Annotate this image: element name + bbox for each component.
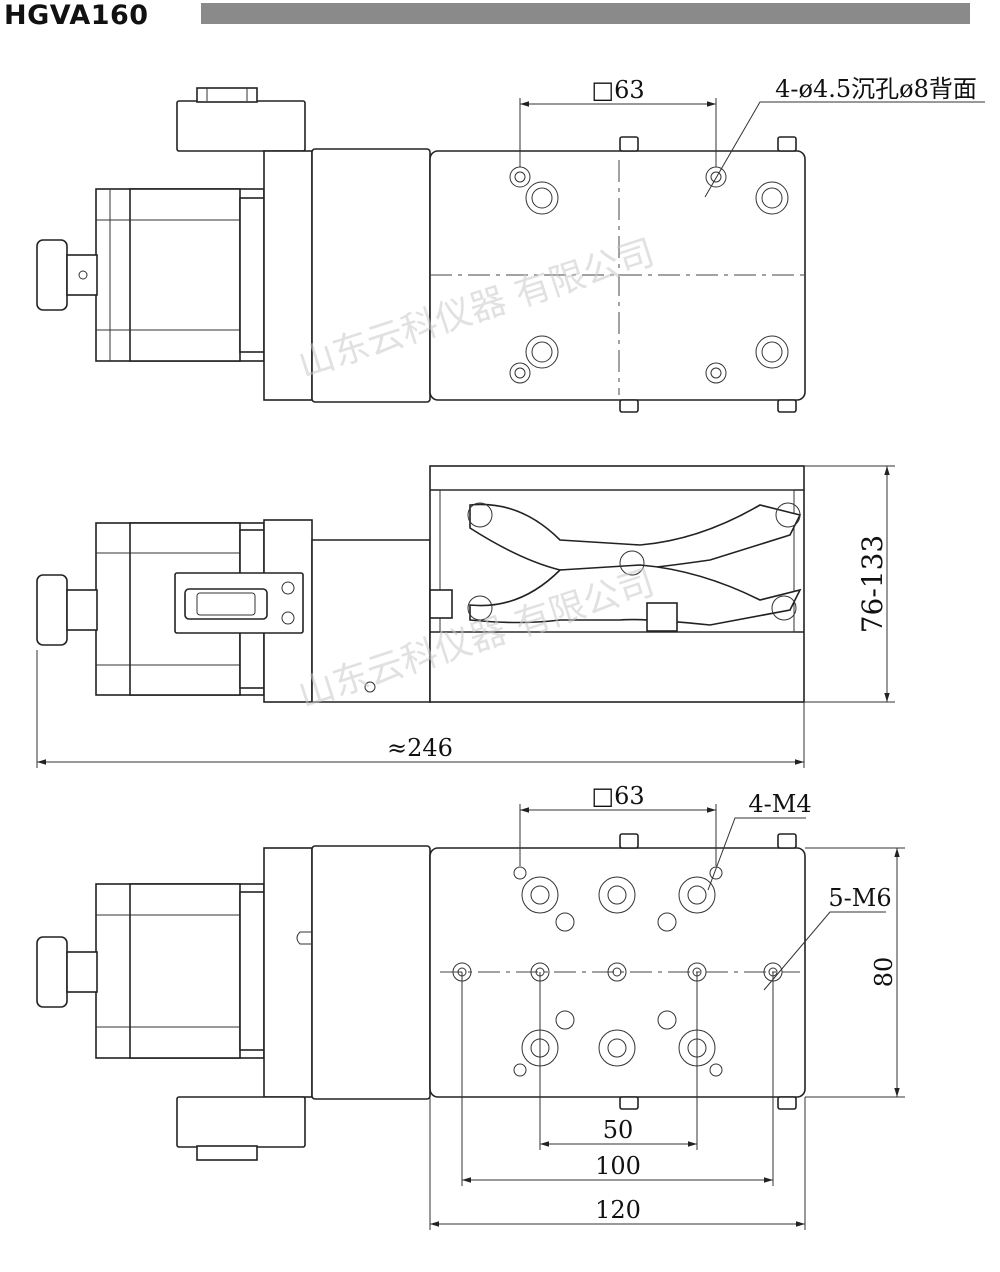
title-bar xyxy=(201,3,970,24)
top-dim-63: □63 xyxy=(591,76,644,104)
side-view: 76-133 ≈246 山东云科仪器 有限公司 xyxy=(36,465,895,768)
bottom-m4-note: 4-M4 xyxy=(748,790,811,818)
top-view: □63 4-ø4.5沉孔ø8背面 山东云科仪器 有限公司 xyxy=(36,75,985,413)
side-overall-length: ≈246 xyxy=(387,734,453,762)
bottom-spacing-100: 100 xyxy=(595,1152,641,1180)
bottom-view: □63 4-M4 5-M6 80 50 100 120 xyxy=(36,782,905,1230)
bottom-width-80: 80 xyxy=(870,957,898,988)
header: HGVA160 xyxy=(0,0,1000,34)
side-height-range: 76-133 xyxy=(856,535,889,634)
bottom-dim-63: □63 xyxy=(591,782,644,810)
bottom-spacing-50: 50 xyxy=(603,1116,634,1144)
top-hole-note: 4-ø4.5沉孔ø8背面 xyxy=(775,75,977,103)
bottom-m6-note: 5-M6 xyxy=(828,884,891,912)
model-title: HGVA160 xyxy=(4,0,149,31)
bottom-length-120: 120 xyxy=(595,1196,641,1224)
